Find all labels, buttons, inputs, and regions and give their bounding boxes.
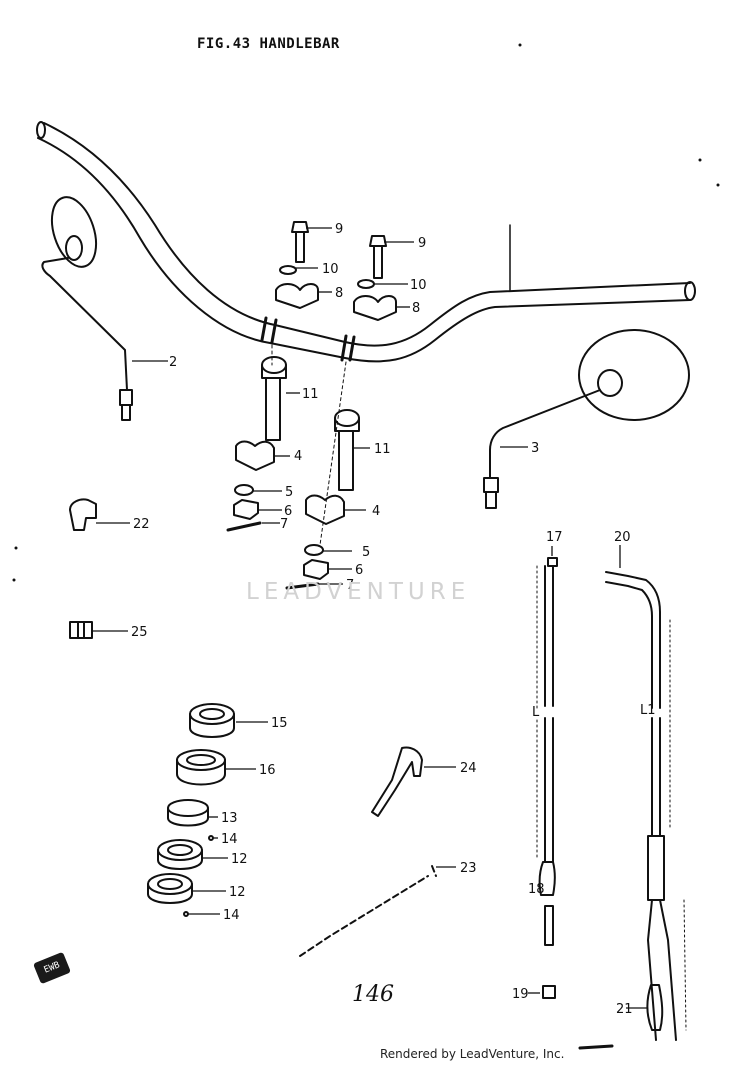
callout-21: 21 [616, 1002, 633, 1017]
callout-18: 18 [528, 882, 545, 897]
callout-24: 24 [460, 761, 477, 776]
callout-14-upper: 14 [221, 832, 238, 847]
callout-8-right: 8 [412, 301, 420, 316]
callout-11-right: 11 [374, 442, 391, 457]
cable-guide-24 [371, 746, 423, 817]
holder-8-left [275, 283, 319, 309]
callout-5-right: 5 [362, 545, 370, 560]
callout-20: 20 [614, 530, 631, 545]
callout-4-left: 4 [294, 449, 302, 464]
clip-25 [69, 621, 93, 639]
figure-title: FIG.43 HANDLEBAR [197, 36, 340, 52]
washer-10-left [279, 265, 297, 275]
throttle-cable [536, 557, 558, 999]
callout-7-left: 7 [280, 517, 288, 532]
holder-8-right [353, 295, 397, 321]
callout-13: 13 [221, 811, 238, 826]
pin-7-left [226, 521, 262, 532]
page-number: 146 [352, 982, 394, 1007]
bolt-9-left [291, 221, 309, 263]
callout-9-right: 9 [418, 236, 426, 251]
callout-15: 15 [271, 716, 288, 731]
callout-12-lower: 12 [229, 885, 246, 900]
race-16 [176, 749, 226, 786]
callout-5-left: 5 [285, 485, 293, 500]
race-12-lower [147, 873, 193, 904]
nut-6-left [233, 499, 259, 520]
holder-4-left [235, 440, 275, 471]
ball-14-lower [183, 911, 189, 917]
footer-credit: Rendered by LeadVenture, Inc. [380, 1047, 565, 1061]
callout-14-lower: 14 [223, 908, 240, 923]
left-mirror [41, 196, 133, 421]
bolt-11-left [261, 356, 287, 441]
bearing-15 [189, 703, 235, 738]
callout-10-left: 10 [322, 262, 339, 277]
bolt-11-right [334, 409, 360, 491]
callout-25: 25 [131, 625, 148, 640]
holder-4-right [305, 494, 345, 525]
clamp-22 [69, 498, 97, 531]
cable-marker-l1: L1 [640, 703, 656, 718]
right-mirror [483, 329, 690, 509]
pin-7-right [285, 582, 320, 590]
watermark: LEADVENTURE [246, 579, 471, 605]
washer-10-right [357, 279, 375, 289]
callout-17: 17 [546, 530, 563, 545]
callout-11-left: 11 [302, 387, 319, 402]
callout-7-right: 7 [346, 578, 354, 593]
handlebar [36, 121, 696, 363]
callout-12-upper: 12 [231, 852, 248, 867]
nut-6-right [303, 559, 329, 580]
hose-23 [299, 865, 437, 957]
bearing-13 [167, 799, 209, 827]
callout-16: 16 [259, 763, 276, 778]
callout-6-left: 6 [284, 504, 292, 519]
washer-5-right [304, 544, 324, 556]
callout-8-left: 8 [335, 286, 343, 301]
callout-9-left: 9 [335, 222, 343, 237]
callout-10-right: 10 [410, 278, 427, 293]
clutch-cable [605, 571, 687, 1041]
callout-6-right: 6 [355, 563, 363, 578]
callout-19: 19 [512, 987, 529, 1002]
ball-14-upper [208, 835, 214, 841]
callout-23: 23 [460, 861, 477, 876]
callout-3: 3 [531, 441, 539, 456]
race-12-upper [157, 839, 203, 870]
callout-2: 2 [169, 355, 177, 370]
callout-4-right: 4 [372, 504, 380, 519]
cable-marker-l: L [532, 705, 540, 720]
washer-5-left [234, 484, 254, 496]
bolt-9-right [369, 235, 387, 279]
callout-22: 22 [133, 517, 150, 532]
